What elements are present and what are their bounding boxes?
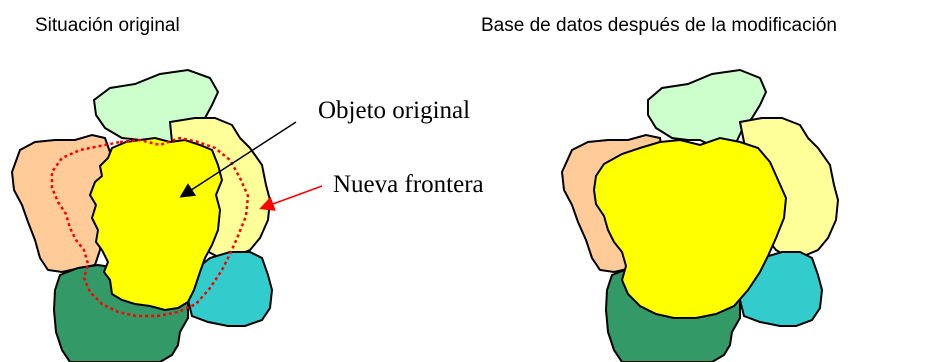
new-boundary-outline [50,136,250,318]
label-original-object: Objeto original [318,97,470,124]
new-boundary-arrow [259,185,323,211]
original-object-arrow [179,121,297,198]
title-after-modification: Base de datos después de la modificación [481,15,837,36]
map-modified [560,68,840,362]
title-original-situation: Situación original [35,15,180,36]
map-original [10,68,274,362]
region-modified-object [592,136,788,319]
region-peach [10,133,112,274]
region-original-object [88,136,224,312]
label-new-boundary: Nueva frontera [333,171,484,198]
region-teal [186,251,274,327]
